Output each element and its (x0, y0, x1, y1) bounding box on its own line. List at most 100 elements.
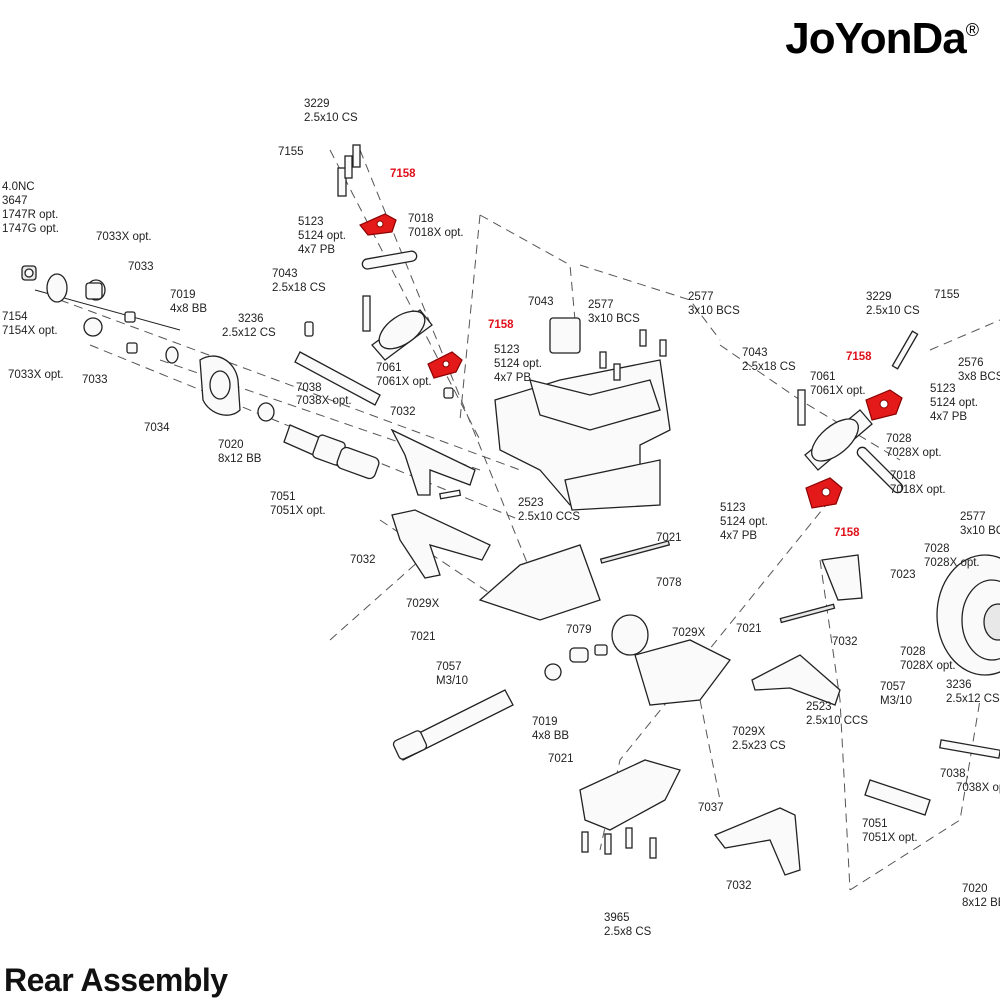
label-7038x-opt: 7038X opt. (296, 395, 352, 407)
label-5124-opt: 5124 opt. (298, 230, 346, 242)
label-7018-2: 7018 (890, 470, 916, 482)
label-5124-opt-4: 5124 opt. (720, 516, 768, 528)
label-7061: 7061 (376, 362, 402, 374)
label-2577: 2577 (588, 299, 614, 311)
label-3229: 3229 (304, 98, 330, 110)
label-2-5x10-ccs: 2.5x10 CCS (518, 511, 580, 523)
label-5123-2: 5123 (494, 344, 520, 356)
brand-logo: JoYonDa® (785, 14, 979, 64)
label-7021-2: 7021 (410, 631, 436, 643)
label-3236-2: 3236 (946, 679, 972, 691)
label-7037: 7037 (698, 802, 724, 814)
label-4x8-bb-2: 4x8 BB (532, 730, 569, 742)
label-3x8-bcs: 3x8 BCS (958, 371, 1000, 383)
label-7038: 7038 (296, 382, 322, 394)
label-5124-opt-2: 5124 opt. (494, 358, 542, 370)
label-7021-3: 7021 (736, 623, 762, 635)
label-4x7-pb: 4x7 PB (298, 244, 335, 256)
label-7033x-opt-2: 7033X opt. (8, 369, 64, 381)
label-4x7-pb-3: 4x7 PB (930, 411, 967, 423)
label-7021: 7021 (656, 532, 682, 544)
label-2523: 2523 (518, 497, 544, 509)
label-7057-2: 7057 (880, 681, 906, 693)
chassis-center (494, 317, 671, 511)
label-7028x-opt-3: 7028X opt. (900, 660, 956, 672)
label-7028x-opt: 7028X opt. (886, 447, 942, 459)
skid-plate (579, 759, 801, 876)
label-3x10-bcs-3: 3x10 BCS (960, 525, 1000, 537)
label-7057: 7057 (436, 661, 462, 673)
label-7061x-opt: 7061X opt. (376, 376, 432, 388)
label-2-5x18-cs-2: 2.5x18 CS (742, 361, 796, 373)
label-7158-highlight: 7158 (390, 168, 416, 180)
label-7051-2: 7051 (862, 818, 888, 830)
label-7023: 7023 (890, 569, 916, 581)
label-7029x-2: 7029X (672, 627, 706, 639)
label-7020-2: 7020 (962, 883, 988, 895)
label-3x10-bcs: 3x10 BCS (588, 313, 640, 325)
label-7061x-opt-2: 7061X opt. (810, 385, 866, 397)
label-2-5x10-ccs-2: 2.5x10 CCS (806, 715, 868, 727)
label-2577-2: 2577 (688, 291, 714, 303)
label-7018x-opt: 7018X opt. (408, 227, 464, 239)
label-7032-3: 7032 (726, 880, 752, 892)
left-arms (390, 428, 491, 579)
label-m3-10-2: M3/10 (880, 695, 912, 707)
label-7028: 7028 (886, 433, 912, 445)
label-7158-highlight-3: 7158 (846, 351, 872, 363)
label-3236: 3236 (238, 313, 264, 325)
label-5123: 5123 (298, 216, 324, 228)
label-1747g-opt: 1747G opt. (2, 223, 59, 235)
label-7051: 7051 (270, 491, 296, 503)
label-7019-2: 7019 (532, 716, 558, 728)
registered-mark: ® (965, 20, 979, 40)
label-7029x-3: 7029X (732, 726, 766, 738)
right-shock-assembly (751, 330, 1000, 816)
page-title: Rear Assembly (4, 962, 228, 998)
label-7154x-opt: 7154X opt. (2, 325, 58, 337)
left-shock-assembly (294, 144, 463, 406)
label-7155: 7155 (278, 146, 304, 158)
label-2576: 2576 (958, 357, 984, 369)
label-7034: 7034 (144, 422, 170, 434)
label-7018: 7018 (408, 213, 434, 225)
label-7158-highlight-2: 7158 (488, 319, 514, 331)
label-2-5x8-cs: 2.5x8 CS (604, 926, 652, 938)
label-2-5x23-cs: 2.5x23 CS (732, 740, 786, 752)
label-7033-2: 7033 (82, 374, 108, 386)
label-4x7-pb-4: 4x7 PB (720, 530, 757, 542)
label-7032-4: 7032 (832, 636, 858, 648)
label-2-5x10-cs-2: 2.5x10 CS (866, 305, 920, 317)
label-8x12-bb: 8x12 BB (218, 453, 262, 465)
label-7033x-opt: 7033X opt. (96, 231, 152, 243)
label-2-5x10-cs: 2.5x10 CS (304, 112, 358, 124)
label-7043-3: 7043 (742, 347, 768, 359)
label-7021-4: 7021 (548, 753, 574, 765)
label-7043: 7043 (272, 268, 298, 280)
brand-name: JoYonDa (785, 14, 966, 63)
label-m3-10: M3/10 (436, 675, 468, 687)
label-5123-4: 5123 (720, 502, 746, 514)
label-7020: 7020 (218, 439, 244, 451)
label-4x7-pb-2: 4x7 PB (494, 372, 531, 384)
label-7043-2: 7043 (528, 296, 554, 308)
label-7028-2: 7028 (924, 543, 950, 555)
label-7158-highlight-4: 7158 (834, 527, 860, 539)
label-5123-3: 5123 (930, 383, 956, 395)
label-4x8-bb: 4x8 BB (170, 303, 207, 315)
label-3229-2: 3229 (866, 291, 892, 303)
wheel (936, 554, 1000, 676)
gearbox-diff (392, 540, 731, 761)
label-2-5x12-cs-2: 2.5x12 CS (946, 693, 1000, 705)
label-3x10-bcs-2: 3x10 BCS (688, 305, 740, 317)
label-7028x-opt-2: 7028X opt. (924, 557, 980, 569)
label-2-5x18-cs: 2.5x18 CS (272, 282, 326, 294)
label-7051x-opt: 7051X opt. (270, 505, 326, 517)
label-7019: 7019 (170, 289, 196, 301)
label-3965: 3965 (604, 912, 630, 924)
label-7079: 7079 (566, 624, 592, 636)
label-7061-2: 7061 (810, 371, 836, 383)
label-7051x-opt-2: 7051X opt. (862, 832, 918, 844)
label-2-5x12-cs: 2.5x12 CS (222, 327, 276, 339)
